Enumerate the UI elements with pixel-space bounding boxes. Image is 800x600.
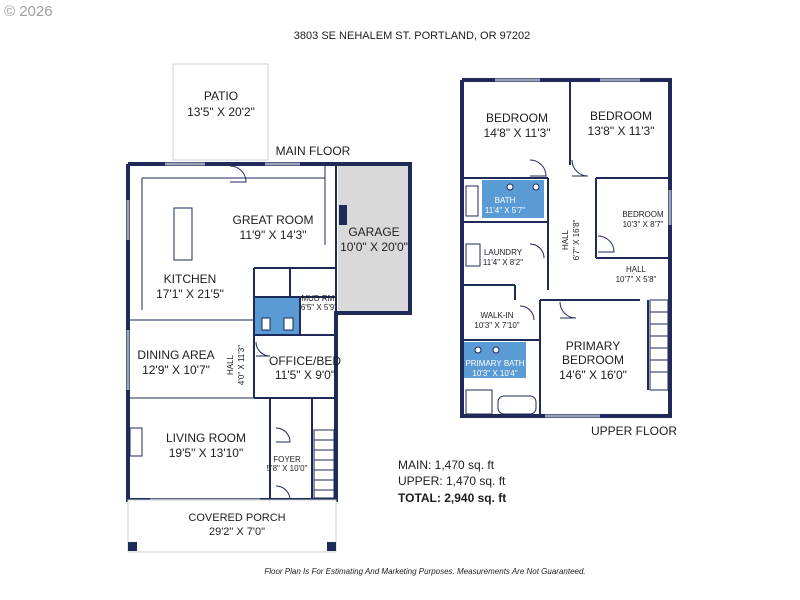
dining-name: DINING AREA <box>137 348 214 362</box>
garage-area <box>338 164 410 313</box>
living-dims: 19'5" X 13'10" <box>169 446 244 460</box>
main-floor: PATIO 13'5" X 20'2" MAIN FLOOR <box>126 63 412 553</box>
office-name: OFFICE/BED <box>269 354 341 368</box>
hall-horizontal-dims: 10'7" X 5'8" <box>616 275 657 284</box>
disclaimer: Floor Plan Is For Estimating And Marketi… <box>264 567 585 576</box>
kitchen-name: KITCHEN <box>164 272 217 286</box>
laundry-name: LAUNDRY <box>484 248 523 257</box>
garage-name: GARAGE <box>348 225 399 239</box>
bedroom-3-name: BEDROOM <box>622 210 664 219</box>
primary-bedroom-name-2: BEDROOM <box>562 353 624 367</box>
living-name: LIVING ROOM <box>166 431 246 445</box>
porch-name: COVERED PORCH <box>188 512 285 524</box>
hall-horizontal-name: HALL <box>626 265 647 274</box>
garage-dims: 10'0" X 20'0" <box>340 240 408 254</box>
primary-bath-name: PRIMARY BATH <box>465 359 524 368</box>
bedroom-3-dims: 10'3" X 8'7" <box>623 220 664 229</box>
laundry-dims: 11'4" X 8'2" <box>483 258 523 267</box>
fireplace <box>339 205 347 225</box>
walk-in-name: WALK-IN <box>480 311 513 320</box>
mud-room-name: MUD RM. <box>301 294 336 303</box>
patio-name: PATIO <box>204 89 238 103</box>
office-dims: 11'5" X 9'0" <box>275 368 335 382</box>
bedroom-1-dims: 14'8" X 11'3" <box>484 126 551 140</box>
main-stairs <box>313 429 335 499</box>
dining-dims: 12'9" X 10'7" <box>142 363 210 377</box>
upper-floor-label: UPPER FLOOR <box>591 424 677 438</box>
main-floor-label: MAIN FLOOR <box>276 144 351 158</box>
porch-area <box>127 499 337 553</box>
patio-area <box>172 63 269 161</box>
total-sqft: TOTAL: 2,940 sq. ft <box>398 491 506 505</box>
hall-vertical-name: HALL <box>561 229 570 250</box>
watermark: © 2026 <box>4 3 53 20</box>
great-room-name: GREAT ROOM <box>233 213 314 227</box>
hall-vertical-dims: 6'7" X 16'8" <box>572 219 581 260</box>
walk-in-dims: 10'3" X 7'10" <box>474 321 519 330</box>
living-fireplace <box>129 427 143 457</box>
foyer-name: FOYER <box>273 455 301 464</box>
bedroom-2-dims: 13'8" X 11'3" <box>588 124 655 138</box>
hall-dims: 4'0" X 11'3" <box>237 345 246 385</box>
bath-dims: 11'4" X 5'7" <box>485 206 525 215</box>
kitchen-dims: 17'1" X 21'5" <box>156 287 224 301</box>
porch-dims: 29'2" X 7'0" <box>209 526 265 538</box>
bedroom-1-name: BEDROOM <box>486 111 548 125</box>
patio-dims: 13'5" X 20'2" <box>187 105 255 119</box>
bath-name: BATH <box>495 196 516 205</box>
primary-bath-dims: 10'3" X 10'4" <box>472 369 517 378</box>
primary-bedroom-dims: 14'6" X 16'0" <box>559 368 627 382</box>
address: 3803 SE NEHALEM ST. PORTLAND, OR 97202 <box>294 30 530 42</box>
upper-sqft: UPPER: 1,470 sq. ft <box>398 474 506 488</box>
mud-room-dims: 6'5" X 5'9" <box>301 303 337 312</box>
main-sqft: MAIN: 1,470 sq. ft <box>398 458 495 472</box>
hall-name: HALL <box>226 354 235 375</box>
primary-bedroom-name-1: PRIMARY <box>566 339 620 353</box>
foyer-dims: 5'8" X 10'0" <box>267 464 308 473</box>
upper-stairs <box>649 299 669 391</box>
bedroom-2-name: BEDROOM <box>590 109 652 123</box>
kitchen-island <box>173 207 193 261</box>
upper-floor: BEDROOM 14'8" X 11'3" BEDROOM 13'8" X 11… <box>460 78 677 438</box>
great-room-dims: 11'9" X 14'3" <box>240 228 307 242</box>
